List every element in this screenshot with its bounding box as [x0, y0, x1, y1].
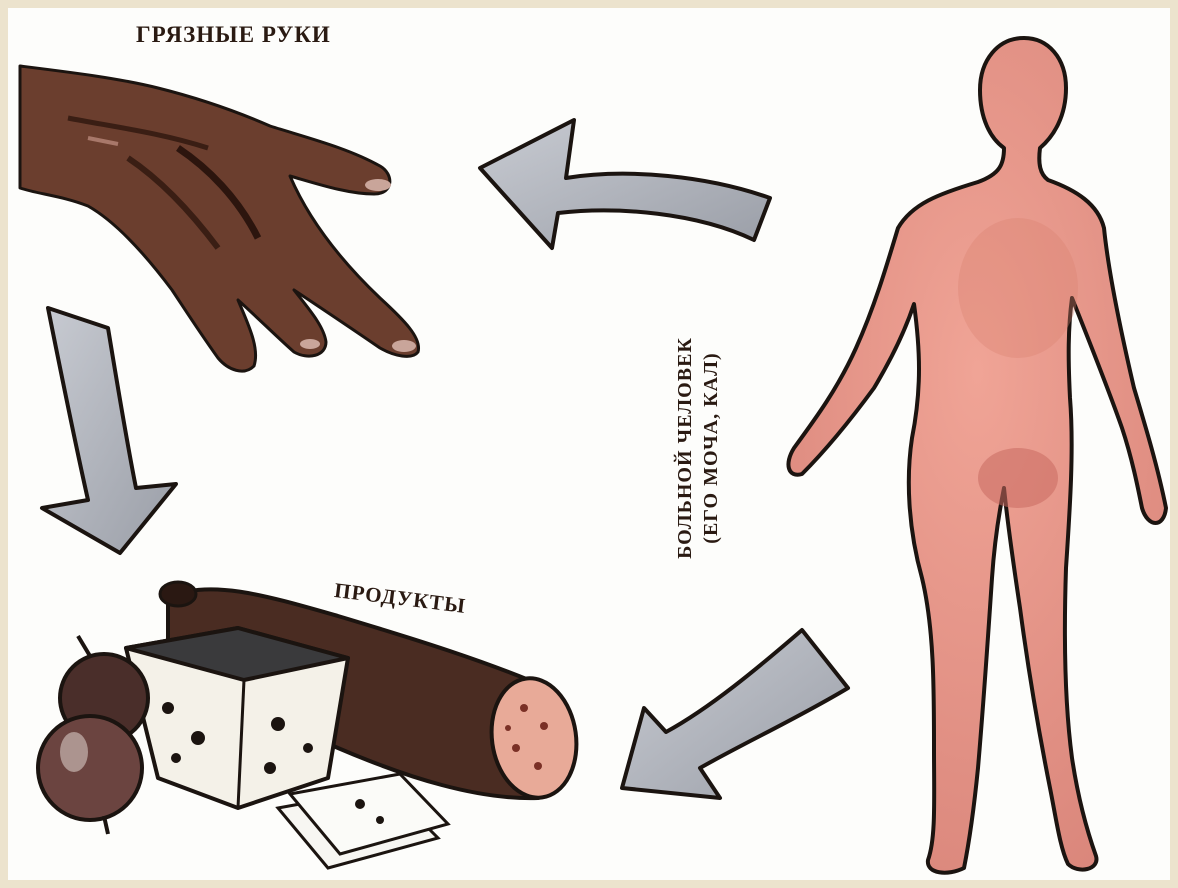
- arrow-person-to-hands: [480, 120, 770, 248]
- diagram-graphics: [8, 8, 1170, 880]
- sick-person-label-text: БОЛЬНОЙ ЧЕЛОВЕК (ЕГО МОЧА, КАЛ): [672, 337, 724, 559]
- arrow-person-to-products: [622, 630, 848, 798]
- sick-person-icon: [788, 38, 1166, 873]
- food-products-icon: [38, 582, 584, 868]
- sick-person-label-line2: (ЕГО МОЧА, КАЛ): [698, 337, 724, 559]
- diagram-canvas: ГРЯЗНЫЕ РУКИ ПРОДУКТЫ БОЛЬНОЙ ЧЕЛОВЕК (Е…: [8, 8, 1170, 880]
- arrow-hands-to-products: [42, 308, 176, 553]
- dirty-hands-label: ГРЯЗНЫЕ РУКИ: [136, 22, 331, 48]
- sick-person-label-line1: БОЛЬНОЙ ЧЕЛОВЕК: [672, 337, 698, 559]
